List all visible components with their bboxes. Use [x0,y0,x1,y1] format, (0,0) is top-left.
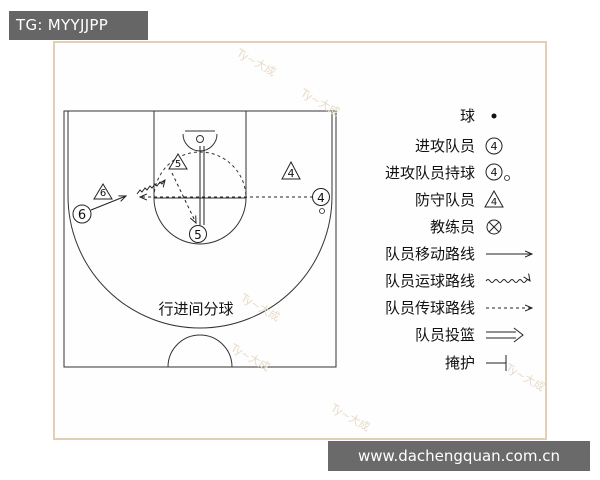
legend: 球 进攻队员 4 进攻队员持球 4 防守队员 4 教练员 队员移动路线 [385,107,532,372]
legend-label-offense-ball: 进攻队员持球 [385,164,475,182]
player-p6-outer: 6 [72,204,92,224]
circled-number-with-ball-icon: 4 [485,163,510,181]
legend-label-defense: 防守队员 [415,191,475,209]
screen-t-icon [486,355,507,371]
svg-text:Ty~大成: Ty~大成 [298,85,343,119]
legend-label-dribble: 队员运球路线 [385,272,475,290]
svg-text:Ty~大成: Ty~大成 [228,340,273,374]
double-arrow-icon [486,327,524,343]
svg-text:5: 5 [194,228,202,242]
svg-text:4: 4 [491,197,497,208]
legend-label-move: 队员移动路线 [385,245,475,263]
court-title: 行进间分球 [158,300,233,318]
svg-text:Ty~大成: Ty~大成 [234,45,279,79]
legend-label-pass: 队员传球路线 [385,299,475,317]
svg-text:6: 6 [100,188,106,199]
dribble-path-5 [136,180,165,195]
diagram-frame [53,41,547,440]
hoop [196,135,204,143]
player-p4-circle: 4 [312,188,330,214]
watermark-tag: TG: MYYJJPP [9,11,148,40]
legend-label-screen: 掩护 [445,354,475,372]
circled-x-icon [486,219,502,235]
legend-label-coach: 教练员 [430,218,475,236]
player-p4-triangle: 4 [281,160,301,180]
cut-path-6 [90,196,126,211]
svg-text:Ty~大成: Ty~大成 [238,290,283,324]
center-circle [167,334,233,368]
legend-label-offense: 进攻队员 [415,137,475,155]
legend-label-ball: 球 [460,107,475,125]
svg-text:4: 4 [288,167,295,180]
three-point-line [67,111,333,329]
svg-text:6: 6 [78,208,86,223]
player-p6-triangle: 6 [93,183,113,200]
free-throw-circle-upper [153,197,247,245]
faint-watermarks: Ty~大成 Ty~大成 Ty~大成 Ty~大成 Ty~大成 Ty~大成 [228,45,548,434]
circled-number-icon: 4 [485,137,503,155]
svg-text:4: 4 [491,166,498,179]
legend-label-shoot: 队员投篮 [415,326,475,344]
ball-dot-icon [491,113,497,119]
svg-text:Ty~大成: Ty~大成 [503,360,548,394]
player-p5-triangle: 5 [168,153,188,170]
wavy-arrow-icon [485,280,530,283]
svg-text:4: 4 [317,191,325,205]
svg-text:5: 5 [175,159,181,170]
svg-text:Ty~大成: Ty~大成 [328,400,373,434]
website-banner[interactable]: www.dachengquan.com.cn [328,441,590,471]
svg-text:4: 4 [491,140,498,153]
player-p5-circle: 5 [189,225,207,243]
triangle-number-icon: 4 [484,189,504,208]
